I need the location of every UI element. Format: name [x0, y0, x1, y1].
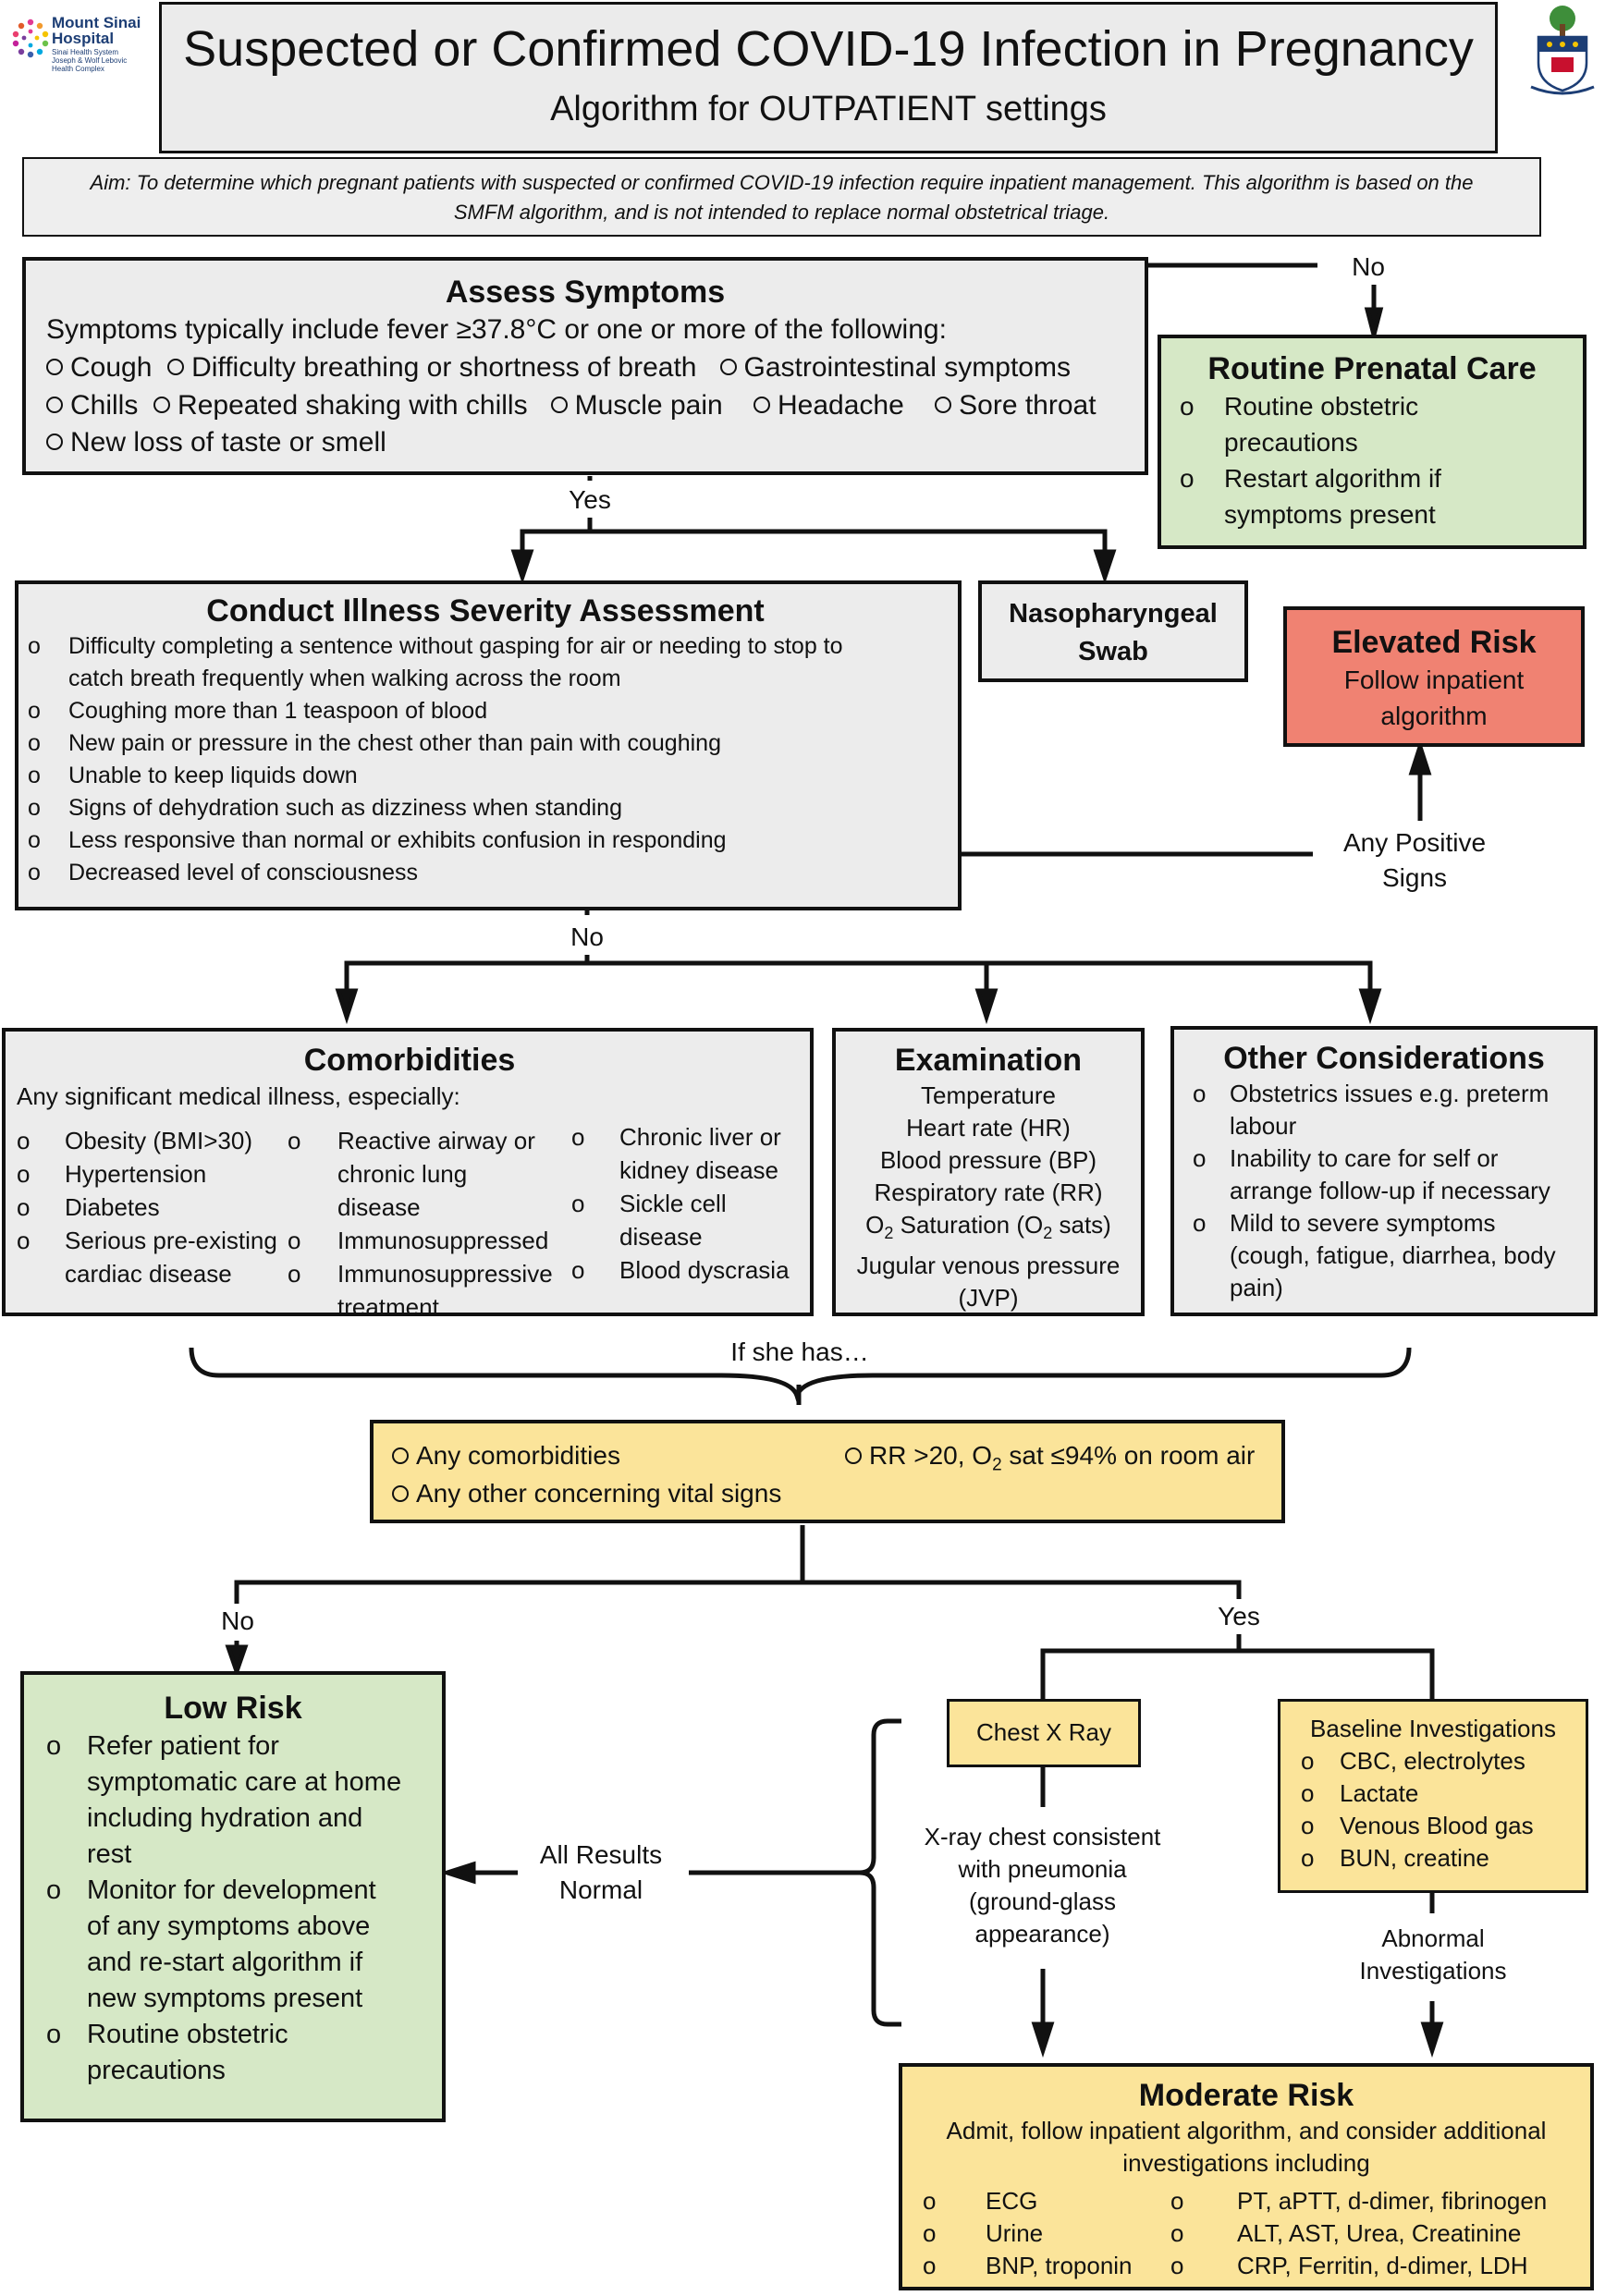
- label-any-positive-signs: Any Positive Signs: [1313, 825, 1516, 896]
- crest-icon: [1530, 6, 1595, 95]
- label-abnormal-investigations: Abnormal Investigations: [1331, 1923, 1535, 1987]
- label-if-she-has: If she has…: [721, 1335, 878, 1370]
- assess-symptoms-box: Assess Symptoms Symptoms typically inclu…: [22, 257, 1148, 475]
- label-xray-consistent: X-ray chest consistent with pneumonia (g…: [901, 1821, 1183, 1950]
- other-title: Other Considerations: [1223, 1041, 1545, 1076]
- page-title: Suspected or Confirmed COVID-19 Infectio…: [183, 21, 1474, 77]
- examination-title: Examination: [894, 1043, 1083, 1078]
- criteria-vitals: Any other concerning vital signs: [392, 1474, 1281, 1512]
- mount-sinai-logo: Mount Sinai Hospital Sinai Health System…: [7, 11, 155, 85]
- baseline-title: Baseline Investigations: [1310, 1715, 1556, 1742]
- comorbidities-box: Comorbidities Any significant medical il…: [2, 1028, 814, 1321]
- nasopharyngeal-swab-box: Nasopharyngeal Swab: [978, 580, 1248, 682]
- elevated-title: Elevated Risk: [1331, 625, 1537, 660]
- label-yes-low: Yes: [1202, 1599, 1276, 1634]
- moderate-risk-box: Moderate Risk Admit, follow inpatient al…: [899, 2063, 1594, 2290]
- criteria-box: Any comorbidities RR >20, O2 sat ≤94% on…: [370, 1420, 1285, 1523]
- examination-list: Temperature Heart rate (HR) Blood pressu…: [856, 1081, 1121, 1313]
- label-yes-top: Yes: [553, 482, 627, 518]
- routine-title: Routine Prenatal Care: [1207, 351, 1537, 386]
- severity-title: Conduct Illness Severity Assessment: [206, 593, 765, 629]
- page-subtitle: Algorithm for OUTPATIENT settings: [550, 90, 1107, 128]
- university-crest-logo: [1525, 4, 1599, 98]
- elevated-risk-box: Elevated Risk Follow inpatient algorithm: [1283, 606, 1585, 747]
- moderate-title: Moderate Risk: [1138, 2078, 1354, 2113]
- mount-sinai-dots-icon: [12, 18, 49, 58]
- assess-row-1: Cough Difficulty breathing or shortness …: [46, 349, 1145, 386]
- assess-intro: Symptoms typically include fever ≥37.8°C…: [46, 314, 947, 345]
- assess-row-2: Chills Repeated shaking with chills Musc…: [46, 386, 1145, 425]
- criteria-comorbidities: Any comorbidities: [392, 1441, 620, 1470]
- chest-x-ray-box: Chest X Ray: [947, 1699, 1141, 1767]
- label-no-mid: No: [550, 920, 624, 955]
- label-no-top: No: [1317, 250, 1419, 285]
- criteria-rr-o2: RR >20, O2 sat ≤94% on room air: [845, 1436, 1255, 1484]
- comorbidities-intro: Any significant medical illness, especia…: [17, 1082, 460, 1110]
- label-all-results-normal: All Results Normal: [518, 1838, 684, 1908]
- examination-box: Examination Temperature Heart rate (HR) …: [832, 1028, 1145, 1316]
- comorbidities-title: Comorbidities: [303, 1043, 516, 1078]
- aim-box: Aim: To determine which pregnant patient…: [22, 157, 1541, 237]
- assess-title: Assess Symptoms: [445, 275, 726, 310]
- assess-row-3: New loss of taste or smell: [46, 425, 1145, 460]
- header-title-box: Suspected or Confirmed COVID-19 Infectio…: [159, 2, 1498, 153]
- label-no-low: No: [205, 1604, 270, 1639]
- low-risk-title: Low Risk: [164, 1691, 302, 1726]
